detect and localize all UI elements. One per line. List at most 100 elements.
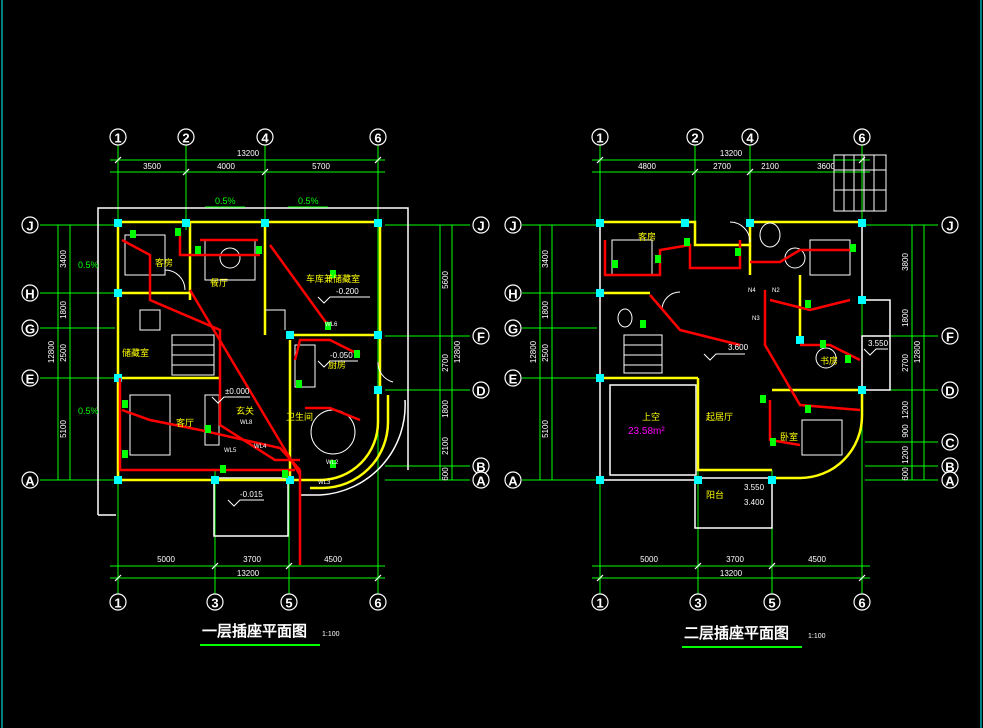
- dim-seg: 2100: [441, 437, 450, 455]
- axis-label: C: [945, 436, 955, 451]
- dim-seg: 3800: [901, 253, 910, 271]
- dim-seg: 3400: [59, 250, 68, 268]
- axis-label: 6: [858, 131, 865, 146]
- dim-seg: 3600: [817, 162, 835, 171]
- dim-total: 12800: [47, 340, 56, 363]
- dim-seg: 3400: [541, 250, 550, 268]
- dim-seg: 5000: [157, 555, 175, 564]
- axis-label: A: [945, 474, 955, 489]
- room-label: 书房: [820, 355, 838, 367]
- dim-seg: 5000: [640, 555, 658, 564]
- axis-label: J: [26, 219, 33, 234]
- dim-seg: 5600: [441, 271, 450, 289]
- dim-seg: 4500: [808, 555, 826, 564]
- level-label: 3.600: [728, 343, 749, 352]
- dim-seg: 1800: [901, 309, 910, 327]
- level-label: 3.550: [744, 483, 765, 492]
- drawing-scale: 1:100: [808, 633, 826, 640]
- level-label: 3.550: [868, 339, 889, 348]
- level-label: -0.050: [330, 351, 353, 360]
- dim-seg: 3700: [243, 555, 261, 564]
- axis-label: 3: [211, 596, 218, 611]
- dim-total: 12800: [529, 340, 538, 363]
- axis-label: 6: [858, 596, 865, 611]
- dim-seg: 5100: [59, 420, 68, 438]
- circuit-label: N3: [752, 316, 760, 322]
- dim-seg: 1800: [441, 400, 450, 418]
- axis-label: D: [945, 384, 954, 399]
- axis-label: F: [477, 330, 485, 345]
- slope-label: 0.5%: [78, 406, 99, 416]
- room-label: 餐厅: [210, 277, 228, 289]
- axis-label: A: [476, 474, 486, 489]
- circuit-label: WL6: [325, 322, 338, 328]
- level-label: -0.015: [240, 490, 263, 499]
- dim-seg: 2500: [59, 344, 68, 362]
- axis-label: A: [25, 474, 35, 489]
- axis-label: 6: [374, 596, 381, 611]
- circuit-label: WL4: [254, 444, 267, 450]
- axis-label: B: [476, 460, 485, 475]
- axis-label: 1: [114, 131, 121, 146]
- dim-seg: 600: [441, 467, 450, 481]
- circuit-label: WL8: [240, 420, 253, 426]
- dim-total: 13200: [720, 149, 743, 158]
- axis-label: G: [508, 322, 518, 337]
- axis-label: 5: [768, 596, 775, 611]
- axis-label: H: [508, 287, 517, 302]
- axis-label: 5: [285, 596, 292, 611]
- slope-label: 0.5%: [215, 196, 236, 206]
- dim-seg: 2100: [761, 162, 779, 171]
- dim-total: 13200: [237, 149, 260, 158]
- axis-label: B: [945, 460, 954, 475]
- dim-total: 12800: [453, 340, 462, 363]
- axis-label: E: [26, 372, 35, 387]
- axis-label: E: [509, 372, 518, 387]
- drawing-scale: 1:100: [322, 631, 340, 638]
- circuit-label: WL2: [326, 460, 339, 466]
- dim-seg: 900: [901, 424, 910, 438]
- circuit-label: WL3: [318, 480, 331, 486]
- room-label: 起居厅: [706, 412, 733, 423]
- room-label: 客房: [155, 257, 173, 269]
- dim-seg: 2500: [541, 344, 550, 362]
- axis-label: J: [509, 219, 516, 234]
- axis-label: 3: [694, 596, 701, 611]
- dim-seg: 2700: [901, 354, 910, 372]
- level-label: -0.200: [336, 287, 359, 296]
- circuit-label: N2: [772, 288, 780, 294]
- level-label: 3.400: [744, 498, 765, 507]
- dim-seg: 1200: [901, 446, 910, 464]
- axis-label: F: [946, 330, 954, 345]
- area-label: 23.58m²: [628, 426, 665, 437]
- dim-seg: 1800: [541, 301, 550, 319]
- room-label: 卫生间: [286, 411, 313, 423]
- dim-total: 13200: [720, 569, 743, 578]
- room-label: 卧室: [780, 431, 798, 443]
- room-label: 客厅: [176, 417, 194, 429]
- axis-label: 6: [374, 131, 381, 146]
- drawing-title: 一层插座平面图: [202, 622, 307, 640]
- room-label: 上空: [642, 411, 660, 423]
- axis-label: 2: [691, 131, 698, 146]
- dim-total: 12800: [913, 340, 922, 363]
- room-label: 玄关: [236, 405, 254, 417]
- level-label: ±0.000: [225, 387, 250, 396]
- axis-label: 1: [114, 596, 121, 611]
- dim-seg: 1800: [59, 301, 68, 319]
- slope-label: 0.5%: [78, 260, 99, 270]
- room-label: 厨房: [328, 359, 346, 371]
- axis-label: 2: [182, 131, 189, 146]
- dim-seg: 4800: [638, 162, 656, 171]
- room-label: 车库兼储藏室: [306, 273, 360, 285]
- axis-label: 4: [746, 131, 754, 146]
- axis-label: H: [25, 287, 34, 302]
- plan-1: 1 2 4 6 1 3 5 6 J H G E A J F D B A 1320…: [21, 128, 490, 646]
- dim-seg: 2700: [713, 162, 731, 171]
- dim-total: 13200: [237, 569, 260, 578]
- axis-label: 1: [596, 131, 603, 146]
- room-label: 阳台: [706, 489, 724, 501]
- slope-label: 0.5%: [298, 196, 319, 206]
- dim-seg: 3700: [726, 555, 744, 564]
